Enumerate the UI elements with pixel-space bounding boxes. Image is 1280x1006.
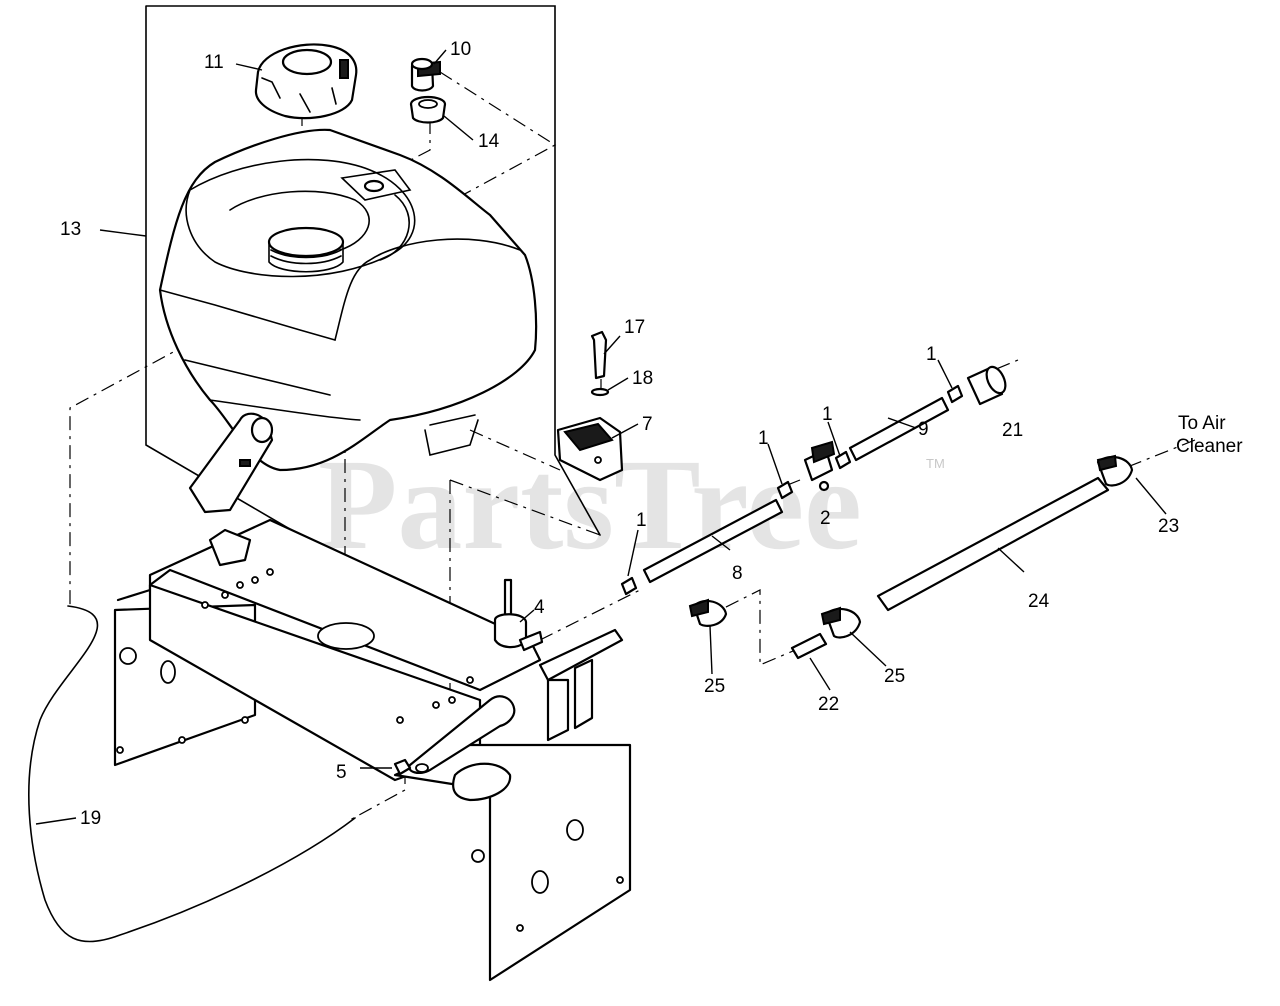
hose-fitting — [790, 632, 828, 660]
callout-1-b: 1 — [822, 404, 833, 425]
callout-23: 23 — [1158, 516, 1179, 537]
callout-8: 8 — [732, 563, 743, 584]
hose-clamps — [620, 384, 964, 596]
callout-4: 4 — [534, 597, 545, 618]
callout-25-b: 25 — [884, 666, 905, 687]
vent-valve — [410, 57, 441, 92]
callout-10: 10 — [450, 39, 471, 60]
callout-21: 21 — [1002, 420, 1023, 441]
fuel-cap — [254, 43, 358, 120]
note-line-2: Cleaner — [1176, 436, 1243, 457]
callout-17: 17 — [624, 317, 645, 338]
callout-1-d: 1 — [636, 510, 647, 531]
callout-2: 2 — [820, 508, 831, 529]
callout-24: 24 — [1028, 591, 1050, 612]
callout-18: 18 — [632, 368, 653, 389]
hose-holders — [688, 454, 1134, 639]
leader-lines — [35, 49, 1167, 825]
callout-22: 22 — [818, 694, 839, 715]
callout-labels: 11 10 14 13 17 18 7 1 1 1 1 21 9 2 8 23 … — [60, 39, 1179, 829]
callout-25-a: 25 — [704, 676, 725, 697]
fuel-tank — [158, 128, 538, 472]
air-hose — [876, 476, 1110, 612]
bolt-and-washer — [590, 330, 610, 397]
callout-1-a: 1 — [926, 344, 937, 365]
fuel-hose-9 — [848, 396, 950, 462]
tank-mount — [556, 416, 624, 482]
tank-bracket — [113, 412, 632, 982]
callout-9: 9 — [918, 419, 929, 440]
watermark-trademark: TM — [926, 456, 945, 471]
shutoff-valve — [493, 578, 544, 652]
grommet — [409, 95, 447, 124]
nut — [393, 758, 412, 776]
callout-13: 13 — [60, 219, 81, 240]
callout-5: 5 — [336, 762, 347, 783]
fuel-line — [28, 605, 356, 943]
note-line-1: To Air — [1178, 413, 1226, 434]
callout-7: 7 — [642, 414, 653, 435]
callout-11: 11 — [204, 52, 224, 73]
tee-fitting — [803, 440, 836, 492]
callout-1-c: 1 — [758, 428, 769, 449]
assembly-boundary — [145, 5, 601, 536]
callout-19: 19 — [80, 808, 101, 829]
callout-14: 14 — [478, 131, 500, 152]
fuel-filter — [966, 365, 1007, 406]
fuel-hose-8 — [642, 498, 784, 584]
